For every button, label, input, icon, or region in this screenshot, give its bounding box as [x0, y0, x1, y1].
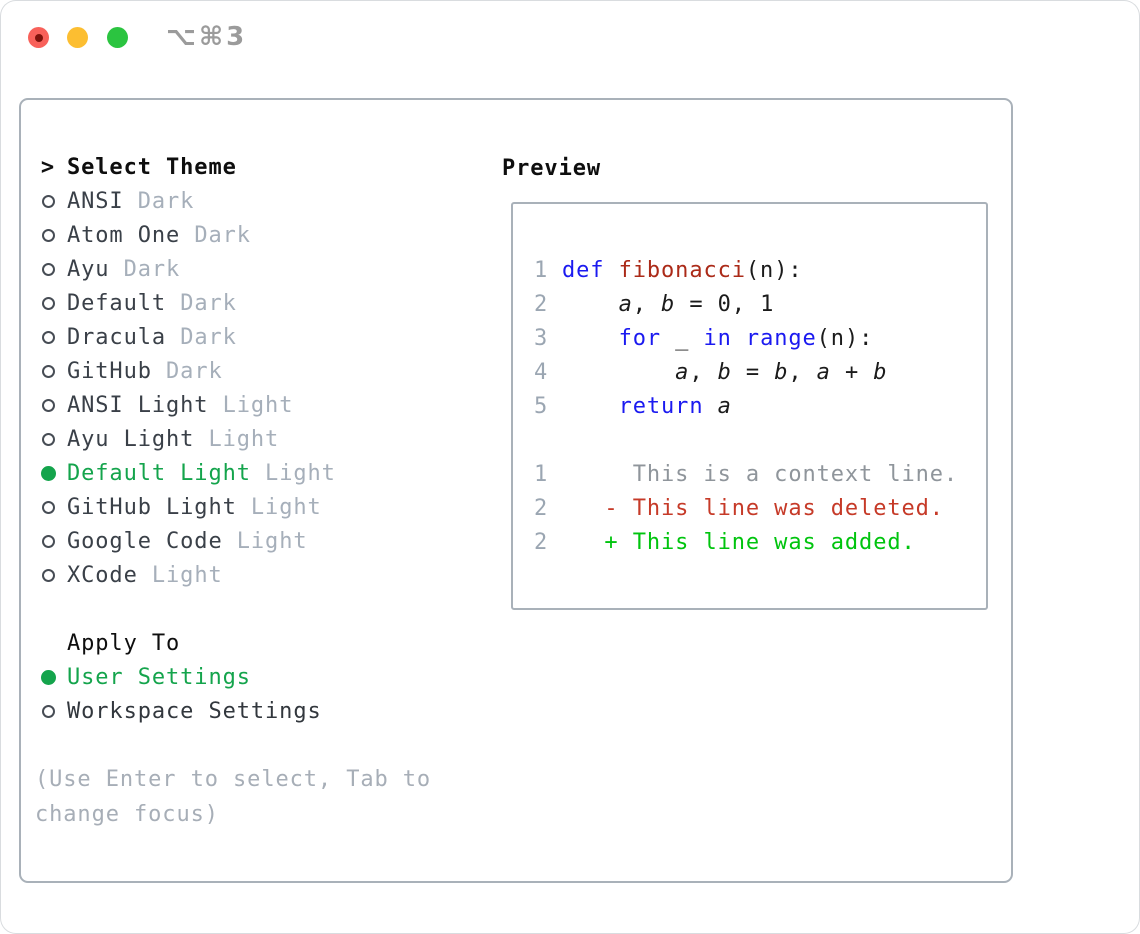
radio-icon [41, 228, 55, 242]
theme-item-ayu-light[interactable]: Ayu Light Light [35, 422, 431, 456]
radio-icon [41, 432, 55, 446]
radio-icon [41, 262, 55, 276]
radio-icon [41, 194, 55, 208]
code-line: 5 return a [534, 393, 732, 419]
help-text: (Use Enter to select, Tab to change focus… [35, 762, 431, 832]
theme-item-dracula[interactable]: Dracula Dark [35, 320, 431, 354]
window-title: ⌥⌘3 [166, 22, 248, 52]
code-line: 4 a, b = b, a + b [534, 359, 888, 385]
radio-icon [41, 330, 55, 344]
select-theme-title: Select Theme [67, 154, 237, 180]
theme-item-google-code[interactable]: Google Code Light [35, 524, 431, 558]
diff-line-deleted: 2 - This line was deleted. [534, 495, 944, 521]
radio-icon [41, 534, 55, 548]
titlebar: ⌥⌘3 [0, 0, 1140, 75]
theme-item-ansi[interactable]: ANSI Dark [35, 184, 431, 218]
close-button[interactable] [28, 27, 49, 48]
prompt-icon: > [40, 154, 56, 180]
apply-to-title: Apply To [67, 630, 181, 656]
zoom-button[interactable] [107, 27, 128, 48]
radio-icon [41, 398, 55, 412]
help-line: change focus) [35, 802, 219, 827]
radio-icon [41, 364, 55, 378]
diff-line-added: 2 + This line was added. [534, 529, 916, 555]
code-line: 3 for _ in range(n): [534, 325, 874, 351]
apply-item-user-settings[interactable]: User Settings [35, 660, 431, 694]
radio-icon [41, 704, 55, 718]
diff-line-context: 1 This is a context line. [534, 461, 959, 487]
apply-to-header: Apply To [35, 626, 431, 660]
theme-item-github[interactable]: GitHub Dark [35, 354, 431, 388]
theme-item-ansi-light[interactable]: ANSI Light Light [35, 388, 431, 422]
radio-selected-icon [40, 465, 56, 481]
theme-item-xcode[interactable]: XCode Light [35, 558, 431, 592]
theme-item-ayu[interactable]: Ayu Dark [35, 252, 431, 286]
select-theme-header: > Select Theme [35, 150, 431, 184]
radio-icon [41, 296, 55, 310]
theme-item-github-light[interactable]: GitHub Light Light [35, 490, 431, 524]
code-line: 2 a, b = 0, 1 [534, 291, 775, 317]
theme-item-default-light[interactable]: Default Light Light [35, 456, 431, 490]
radio-icon [41, 568, 55, 582]
apply-item-workspace-settings[interactable]: Workspace Settings [35, 694, 431, 728]
radio-selected-icon [40, 669, 56, 685]
minimize-button[interactable] [67, 27, 88, 48]
preview-title: Preview [502, 155, 602, 181]
theme-item-default[interactable]: Default Dark [35, 286, 431, 320]
radio-icon [41, 500, 55, 514]
help-line: (Use Enter to select, Tab to [35, 767, 432, 792]
theme-item-atom-one[interactable]: Atom One Dark [35, 218, 431, 252]
diff-preview: 1 This is a context line. 2 - This line w… [534, 457, 986, 559]
